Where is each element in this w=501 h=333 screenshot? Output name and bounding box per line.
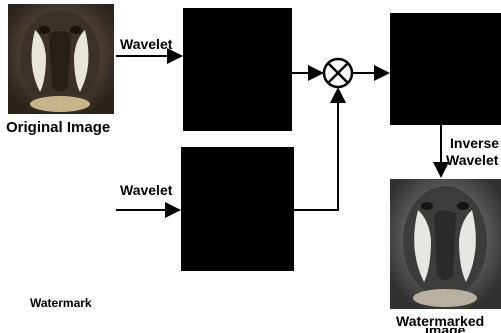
mandrill-watermarked-image xyxy=(390,179,501,309)
watermark-label: Watermark xyxy=(30,296,92,310)
wavelet-label-bottom: Wavelet xyxy=(120,182,173,198)
wavelet-block-top xyxy=(183,8,292,131)
inverse-wavelet-label: Wavelet xyxy=(446,152,499,168)
inverse-label: Inverse xyxy=(450,135,500,151)
wavelet-block-bottom xyxy=(181,147,294,271)
watermarked-label: Watermarked xyxy=(396,313,485,329)
original-image-label: Original Image xyxy=(6,119,111,136)
product-block xyxy=(390,13,501,125)
multiply-operator-icon xyxy=(322,57,354,89)
watermarked-image-label: Image xyxy=(425,328,465,333)
arrow-watermark-wavelet-to-multiply xyxy=(294,87,346,211)
mandrill-original-image xyxy=(8,4,114,114)
wavelet-label-top: Wavelet xyxy=(120,36,173,52)
